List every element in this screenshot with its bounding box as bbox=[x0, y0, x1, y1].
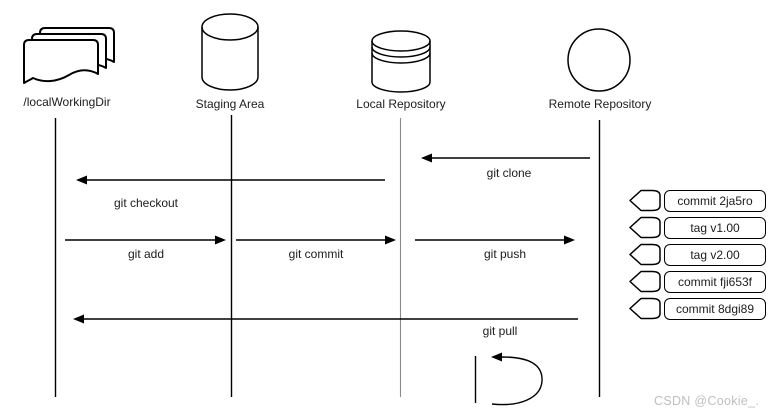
arrow-git-add bbox=[65, 235, 226, 245]
hexagon-markers bbox=[629, 189, 661, 320]
actor-label-localworkingdir: /localWorkingDir bbox=[23, 95, 111, 109]
actor-label-staging-area: Staging Area bbox=[195, 97, 265, 111]
arrow-git-push bbox=[415, 235, 575, 245]
self-loop-arrow bbox=[491, 352, 543, 406]
node-commit-fji653f: commit fji653f bbox=[664, 271, 766, 293]
message-label-git-push: git push bbox=[483, 247, 527, 261]
hexagon-icon bbox=[629, 216, 661, 239]
arrow-git-checkout bbox=[76, 175, 385, 185]
documents-icon bbox=[23, 27, 115, 84]
message-label-git-pull: git pull bbox=[482, 324, 518, 338]
arrow-git-pull bbox=[73, 314, 578, 324]
node-commit-2ja5ro: commit 2ja5ro bbox=[664, 190, 766, 212]
node-tag-v2-00: tag v2.00 bbox=[664, 244, 766, 266]
message-label-git-checkout: git checkout bbox=[113, 196, 179, 210]
hexagon-icon bbox=[629, 189, 661, 212]
watermark-text: CSDN @Cookie_. bbox=[654, 394, 760, 408]
actor-label-remote-repository: Remote Repository bbox=[548, 97, 652, 111]
message-label-git-clone: git clone bbox=[486, 166, 532, 180]
circle-icon bbox=[567, 28, 631, 92]
message-label-git-commit: git commit bbox=[288, 247, 344, 261]
node-tag-v1-00: tag v1.00 bbox=[664, 217, 766, 239]
hexagon-icon bbox=[629, 243, 661, 266]
database-icon bbox=[371, 30, 431, 93]
arrow-git-commit bbox=[236, 235, 396, 245]
node-commit-8dgi89: commit 8dgi89 bbox=[664, 298, 766, 320]
arrow-git-clone bbox=[421, 153, 590, 163]
hexagon-icon bbox=[629, 297, 661, 320]
actor-label-local-repository: Local Repository bbox=[356, 97, 446, 111]
cylinder-icon bbox=[201, 13, 259, 91]
hexagon-icon bbox=[629, 270, 661, 293]
message-label-git-add: git add bbox=[127, 247, 165, 261]
